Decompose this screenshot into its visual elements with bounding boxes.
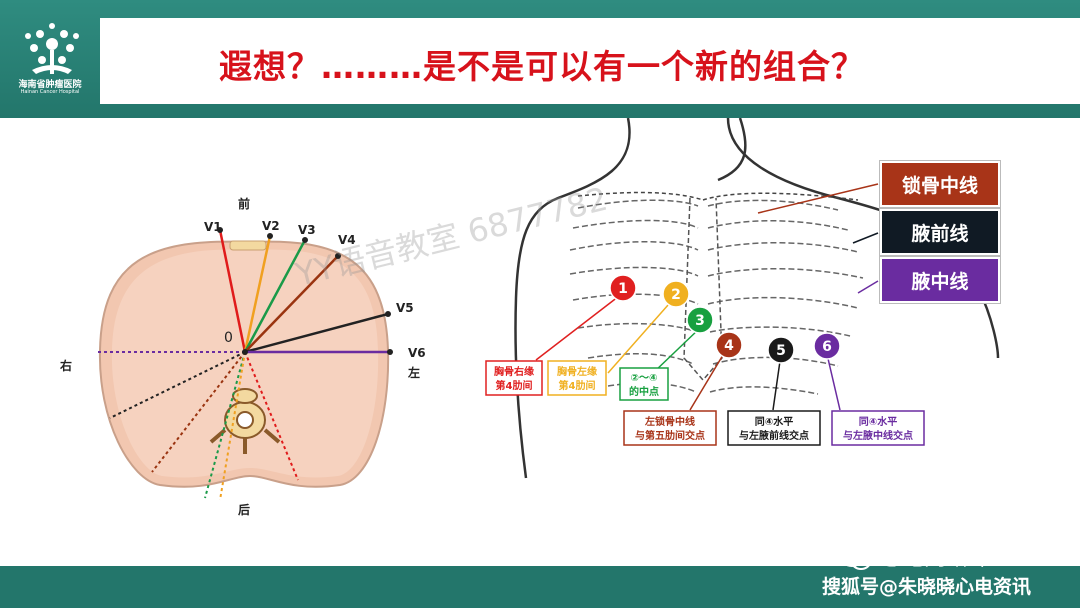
thorax-inner-shade [111, 249, 379, 478]
electrode-4-num: 4 [724, 338, 734, 354]
pointer-anterior-axillary [852, 232, 879, 244]
electrode-3-num: 3 [695, 313, 705, 329]
label-left: 左 [407, 365, 420, 380]
lead-label-v1: V1 [204, 220, 222, 234]
electrode-dots [609, 274, 841, 364]
label-back: 后 [238, 502, 250, 517]
annotation-4-line2: 与第五肋间交点 [635, 429, 705, 442]
sternum [229, 240, 267, 251]
annotation-3-line1: ②～④ [631, 373, 658, 384]
annotation-boxes: 胸骨右缘 第4肋间 胸骨左缘 第4肋间 ②～④ 的中点 左锁骨中线 与第五肋间交… [485, 360, 925, 446]
electrode-numbers: 1 2 3 4 5 6 [618, 281, 832, 359]
lead-label-v5: V5 [396, 301, 414, 315]
lead-label-v3: V3 [298, 223, 316, 237]
electrode-6 [813, 332, 841, 360]
lead-label-v2: V2 [262, 219, 280, 233]
pointer-midaxillary [857, 280, 879, 294]
lead-label-v6: V6 [408, 346, 426, 360]
lead-dotted-extensions [96, 351, 299, 501]
electrode-2 [662, 280, 690, 308]
hospital-name-english: Hainan Cancer Hospital [20, 89, 80, 95]
electrode-5-num: 5 [776, 343, 786, 359]
electrode-3 [686, 306, 714, 334]
footer-band [0, 566, 1080, 608]
annotation-3-line2: 的中点 [629, 385, 659, 398]
electrode-5 [767, 336, 795, 364]
lead-vectors [218, 229, 390, 354]
lead-label-v4: V4 [338, 233, 356, 247]
annotation-4-line1: 左锁骨中线 [644, 415, 695, 428]
lead-tip-dots [217, 227, 393, 355]
clavicle-lines [577, 191, 859, 201]
legend-midaxillary-line: 腋中线 [880, 257, 1000, 303]
hospital-logo-icon [25, 23, 79, 74]
thorax-cross-section-diagram: 前 后 右 左 0 V1 V2 V3 V4 V5 V6 [59, 196, 426, 517]
sohu-credit: 搜狐号@朱晓晓心电资讯 [822, 576, 1032, 598]
electrode-6-num: 6 [822, 339, 832, 355]
annotation-5-line2: 与左腋前线交点 [739, 429, 809, 442]
annotation-6-line1: 同④水平 [859, 415, 897, 428]
pointer-midclavicular [757, 183, 879, 214]
electrode-2-num: 2 [671, 287, 681, 303]
electrode-1 [609, 274, 637, 302]
label-front: 前 [238, 196, 250, 211]
annotation-6-line2: 与左腋中线交点 [843, 429, 913, 442]
annotation-5-line1: 同④水平 [755, 415, 793, 428]
sternum-outline [683, 197, 723, 382]
title-band [100, 18, 1080, 104]
annotation-1-line2: 第4肋间 [496, 379, 533, 392]
chest-electrode-diagram: 1 2 3 4 5 6 胸骨右缘 第4肋间 胸骨左缘 第4肋间 ②～④ 的中点 … [485, 118, 1000, 479]
annotation-1-line1: 胸骨右缘 [494, 365, 534, 378]
annotation-2-line1: 胸骨左缘 [557, 365, 597, 378]
spine-vertebra-icon [209, 388, 281, 454]
electrode-4 [715, 331, 743, 359]
legend-midclavicular-line: 锁骨中线 [880, 161, 1000, 207]
wechat-icon [840, 547, 871, 570]
annotation-arrows [535, 292, 841, 411]
legend-anterior-axillary-line: 腋前线 [880, 209, 1000, 255]
slide-title: 遐想？………是不是可以有一个新的组合？ [219, 47, 865, 86]
electrode-1-num: 1 [618, 281, 628, 297]
wechat-brand-name: 心电网络课堂 [880, 546, 1013, 571]
annotation-2-line2: 第4肋间 [559, 379, 596, 392]
hospital-name: 海南省肿瘤医院 [18, 80, 82, 90]
label-origin: 0 [224, 330, 233, 346]
label-right: 右 [59, 358, 72, 373]
